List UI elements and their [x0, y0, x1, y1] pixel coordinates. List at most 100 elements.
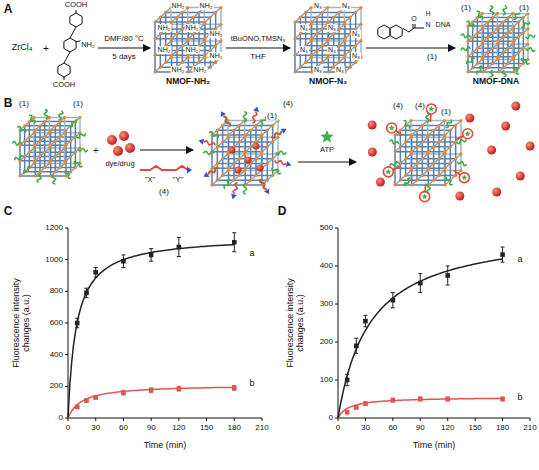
metal-node	[63, 131, 66, 134]
data-point	[445, 397, 450, 402]
mof-cube	[153, 6, 222, 74]
error-bar	[501, 262, 505, 263]
tick-label: 200	[49, 382, 64, 391]
lattice-bar	[295, 21, 345, 23]
dye-molecule	[119, 131, 129, 141]
tick-label: 120	[440, 424, 455, 433]
metal-node	[421, 174, 424, 177]
error-bar	[177, 237, 181, 238]
dye-quencher	[221, 111, 226, 117]
metal-node	[181, 11, 184, 14]
metal-node	[476, 62, 479, 65]
data-point	[75, 405, 80, 410]
metal-node	[482, 70, 485, 73]
metal-node	[393, 183, 396, 186]
tick-mark	[530, 418, 531, 421]
metal-node	[32, 131, 35, 134]
metal-node	[522, 47, 525, 50]
lattice-bar	[155, 55, 205, 57]
hairpin-stem	[396, 131, 403, 136]
metal-node	[459, 169, 462, 172]
error-bar	[149, 248, 153, 249]
lattice-bar	[295, 8, 311, 22]
data-point	[354, 405, 359, 410]
metal-node	[170, 20, 173, 23]
dye-molecule	[516, 172, 525, 181]
lattice-bar	[483, 44, 497, 57]
group-label: N₃	[341, 2, 351, 10]
lattice-bar	[498, 26, 500, 72]
tick-label: 400	[319, 262, 334, 271]
metal-node	[232, 179, 235, 182]
lattice-bar	[514, 44, 528, 57]
metal-node	[506, 31, 509, 34]
tick-label: 0	[328, 414, 334, 423]
dye-molecule	[245, 157, 252, 164]
benzene-ring	[70, 13, 82, 27]
atom-label: H	[425, 10, 432, 17]
metal-node	[216, 179, 219, 182]
dye-molecule	[501, 122, 510, 131]
dna-strand	[77, 134, 85, 138]
dna-strand	[275, 161, 286, 165]
metal-node	[315, 32, 318, 35]
lattice-bar	[514, 29, 528, 42]
group-label: NH₂	[157, 24, 172, 32]
lattice-bar	[482, 28, 528, 30]
lattice-bar	[24, 126, 26, 172]
lattice-bar	[20, 148, 34, 161]
metal-node	[187, 54, 190, 57]
series-label: b	[516, 393, 523, 403]
error-bar	[345, 374, 349, 375]
tick-label: 1200	[44, 224, 64, 233]
lattice-bar	[499, 29, 513, 42]
dna-strand	[446, 178, 452, 185]
tick-label: 0	[65, 424, 71, 433]
metal-node	[214, 44, 217, 47]
lattice-bar	[233, 130, 235, 180]
metal-node	[293, 54, 296, 57]
lattice-bar	[400, 146, 450, 148]
mof-cube	[210, 119, 279, 187]
dna-strand	[233, 183, 237, 194]
metal-node	[496, 42, 499, 45]
dna-strand	[477, 66, 483, 74]
metal-node	[221, 140, 224, 143]
metal-node	[410, 133, 413, 136]
metal-node	[181, 44, 184, 47]
lattice-bar	[412, 171, 428, 185]
lattice-bar	[395, 171, 411, 185]
lattice-bar	[483, 59, 497, 72]
metal-node	[271, 174, 274, 177]
metal-node	[449, 162, 452, 165]
tick-label: 100	[319, 376, 334, 385]
bond-line	[64, 77, 65, 80]
lattice-bar	[513, 26, 515, 72]
data-point	[445, 273, 450, 278]
metal-node	[64, 159, 67, 162]
dna-strand	[140, 166, 188, 170]
dna-strand	[522, 59, 530, 65]
dna-strand	[78, 148, 87, 151]
metal-node	[32, 162, 35, 165]
hairpin-loop	[459, 173, 469, 183]
metal-node	[43, 151, 46, 154]
dna-strand	[272, 168, 281, 174]
metal-node	[327, 54, 330, 57]
metal-node	[69, 140, 72, 143]
lattice-bar	[212, 154, 228, 168]
tick-mark	[420, 418, 421, 421]
tick-mark	[206, 418, 207, 421]
dna-strand	[204, 151, 214, 154]
lattice-bar	[473, 52, 519, 54]
lattice-bar	[55, 126, 57, 172]
lattice-bar	[468, 56, 514, 58]
dna-strand	[461, 34, 470, 38]
metal-node	[476, 47, 479, 50]
metal-node	[522, 62, 525, 65]
metal-node	[480, 12, 483, 15]
lattice-bar	[306, 62, 356, 64]
metal-node	[502, 66, 505, 69]
metal-node	[64, 174, 67, 177]
lattice-bar	[35, 117, 49, 130]
